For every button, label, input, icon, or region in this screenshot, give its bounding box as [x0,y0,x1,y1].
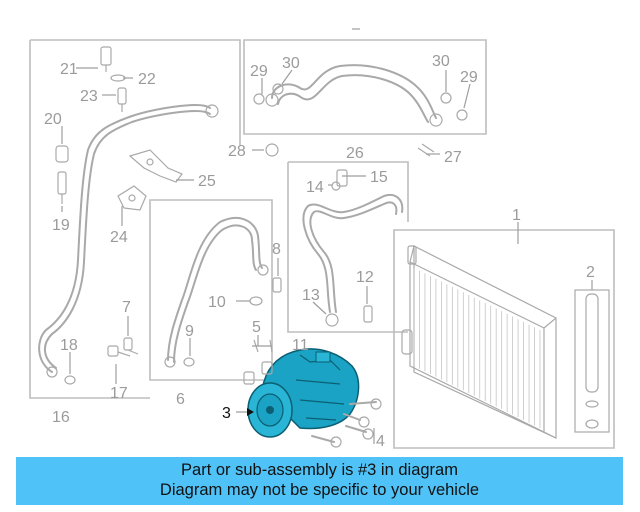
o-ring-9 [183,357,195,367]
callout-28: 28 [228,143,246,160]
hose-assembly-6 [164,217,269,368]
group-box-26 [243,39,487,135]
banner-line-disclaimer: Diagram may not be specific to your vehi… [159,481,480,499]
callout-15: 15 [370,169,388,186]
bolt-17 [107,345,131,357]
receiver-drier-2 [574,289,610,433]
callout-21: 21 [60,61,78,78]
o-ring-18 [64,375,76,385]
o-ring-10 [249,296,263,306]
callout-9: 9 [185,323,194,340]
cap-20 [55,145,69,163]
bolt-8 [272,277,282,293]
bolt-7 [123,337,139,355]
callout-29-left: 29 [250,63,268,80]
bolt-28 [265,143,279,157]
callout-7: 7 [122,299,131,316]
callout-20: 20 [44,111,62,128]
bracket-24 [117,185,147,211]
callout-10: 10 [208,294,226,311]
callout-30-right: 30 [432,53,450,70]
callout-11: 11 [292,337,309,354]
callout-3[interactable]: 3 [222,405,231,422]
valve-19 [57,171,67,204]
callout-2: 2 [586,264,595,281]
callout-26: 26 [346,145,364,162]
liquid-line-11 [302,194,404,327]
discharge-hose-26 [265,64,443,127]
bolts-4 [311,398,382,448]
callout-12: 12 [356,269,374,286]
callout-1: 1 [512,207,521,224]
callout-27: 27 [444,149,462,166]
banner-line-part: Part or sub-assembly is #3 in diagram [181,461,458,479]
parts-diagram: 21 22 23 20 19 24 25 16 18 17 7 29 30 30… [29,28,615,450]
o-ring-30-right [440,92,452,104]
callout-17: 17 [110,385,128,402]
bracket-25 [128,149,183,183]
callout-8: 8 [272,241,281,258]
o-ring-30-left [272,83,284,95]
callout-14: 14 [306,179,324,196]
callout-23: 23 [80,88,98,105]
callout-13: 13 [302,287,320,304]
group-box-11 [287,161,409,333]
condenser-1 [401,245,557,439]
clip-14 [331,181,341,191]
callout-29-right: 29 [460,69,478,86]
callout-16: 16 [52,409,70,426]
callout-4: 4 [376,433,385,450]
group-box-1 [393,229,615,449]
pressure-sensor-21 [100,46,112,72]
bolt-27 [417,143,435,157]
callout-30-left: 30 [282,55,300,72]
callout-6: 6 [176,391,185,408]
group-box-16 [29,39,241,399]
compressor-3[interactable] [247,348,360,438]
o-ring-22 [110,74,126,82]
o-ring-29-left [253,93,265,105]
sensor-15 [336,169,348,187]
valve-23 [117,87,127,112]
suction-line-assembly [38,104,219,378]
callout-19: 19 [52,217,70,234]
callout-22: 22 [138,71,156,88]
info-banner: Part or sub-assembly is #3 in diagram Di… [16,457,623,505]
callout-25: 25 [198,173,216,190]
o-ring-29-right [456,109,468,121]
callout-5: 5 [252,319,261,336]
callout-24: 24 [110,229,128,246]
bolt-12 [363,305,373,323]
callout-18: 18 [60,337,78,354]
